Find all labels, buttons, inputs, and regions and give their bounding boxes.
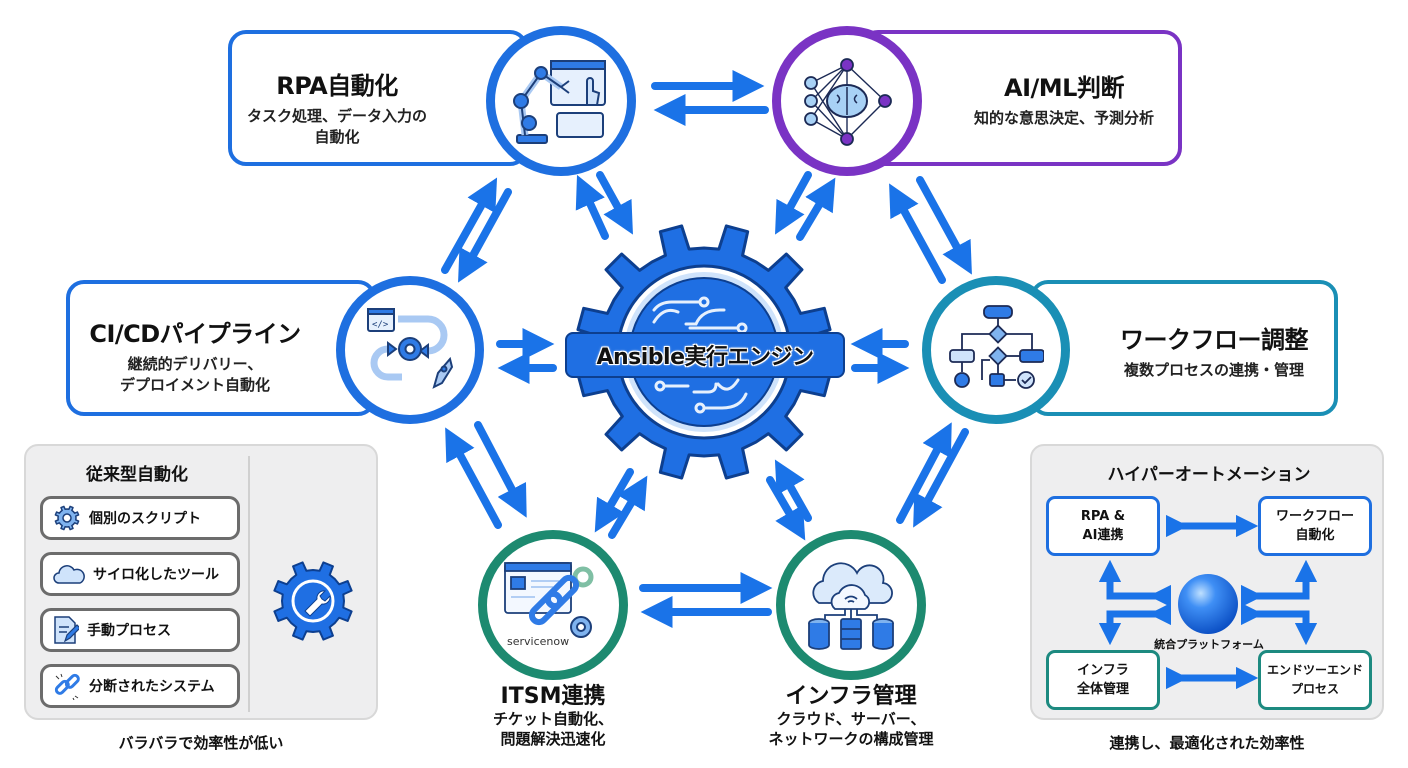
rpa-icon-ring bbox=[486, 26, 636, 176]
legacy-item-label: 分断されたシステム bbox=[89, 679, 215, 695]
cloud-server-icon bbox=[808, 562, 894, 650]
arrow-ai-to-workflow bbox=[916, 176, 972, 275]
servicenow-logo: servicenow bbox=[507, 635, 569, 648]
itsm-desc-1: チケット自動化、 bbox=[492, 710, 613, 728]
legacy-item-label: 手動プロセス bbox=[87, 623, 171, 639]
legacy-caption: バラバラで効率性が低い bbox=[118, 734, 284, 752]
legacy-item-silo-tools[interactable]: サイロ化したツール bbox=[40, 552, 240, 596]
hyper-hub-label: 統合プラットフォーム bbox=[1154, 638, 1264, 651]
cicd-icon-ring: </> bbox=[336, 276, 484, 424]
legacy-item-manual[interactable]: 手動プロセス bbox=[40, 608, 240, 652]
arrow-cicd-to-rpa bbox=[441, 177, 498, 274]
cicd-desc-1: 継続的デリバリー、 bbox=[127, 355, 263, 373]
aiml-desc: 知的な意思決定、予測分析 bbox=[973, 109, 1154, 127]
cloud-icon bbox=[53, 565, 85, 584]
arrow-center-to-infra bbox=[766, 476, 806, 541]
legacy-item-scripts[interactable]: 個別のスクリプト bbox=[40, 496, 240, 540]
arrow-itsm-to-cicd bbox=[445, 427, 502, 529]
arrow-rpa-to-center bbox=[596, 171, 633, 235]
hyper-box-infra[interactable]: インフラ 全体管理 bbox=[1046, 650, 1160, 710]
rpa-card[interactable]: RPA自動化 タスク処理、データ入力の 自動化 bbox=[228, 30, 528, 166]
wrench-gear-icon bbox=[273, 561, 353, 641]
hyper-arrow-tr bbox=[1240, 559, 1318, 608]
infra-desc-1: クラウド、サーバー、 bbox=[776, 710, 926, 728]
flowchart-icon bbox=[949, 305, 1044, 389]
arrow-center-to-ai bbox=[796, 177, 836, 241]
legacy-title: 従来型自動化 bbox=[86, 465, 188, 485]
arrow-ai-to-center bbox=[775, 171, 812, 235]
itsm-desc-2: 問題解決迅速化 bbox=[500, 730, 606, 748]
aiml-icon-ring bbox=[772, 26, 922, 176]
legacy-panel: 従来型自動化 個別のスクリプト サイロ化したツール 手動プロセス 分断されたシス… bbox=[24, 444, 378, 720]
broken-link-icon bbox=[54, 673, 80, 700]
itsm-title: ITSM連携 bbox=[500, 684, 606, 709]
hyper-title: ハイパーオートメーション bbox=[1107, 465, 1311, 485]
aiml-title: AI/ML判断 bbox=[1004, 74, 1124, 102]
robot-arm-icon bbox=[513, 60, 606, 144]
hyper-arrow-bl bbox=[1098, 602, 1172, 646]
svg-text:</>: </> bbox=[372, 320, 389, 330]
legacy-item-label: サイロ化したツール bbox=[93, 567, 219, 583]
engine-label[interactable]: Ansible実行エンジン bbox=[565, 332, 845, 378]
legacy-divider bbox=[248, 456, 250, 712]
workflow-desc: 複数プロセスの連携・管理 bbox=[1123, 361, 1304, 379]
legacy-item-disconnected[interactable]: 分断されたシステム bbox=[40, 664, 240, 708]
infra-desc-2: ネットワークの構成管理 bbox=[768, 730, 934, 748]
hyper-connectors bbox=[1098, 514, 1318, 690]
hyper-box-rpa-ai[interactable]: RPA & AI連携 bbox=[1046, 496, 1160, 556]
arrow-workflow-to-infra bbox=[913, 428, 969, 528]
arrow-rpa-to-cicd bbox=[458, 188, 512, 283]
hyper-box-workflow[interactable]: ワークフロー 自動化 bbox=[1258, 496, 1372, 556]
arrow-infra-to-center bbox=[774, 459, 812, 522]
ticket-link-icon: servicenow bbox=[504, 562, 594, 648]
hyper-panel: ハイパーオートメーション RPA & AI連携 ワークフロー 自動化 インフラ … bbox=[1030, 444, 1384, 720]
infra-title: インフラ管理 bbox=[785, 684, 917, 709]
gear-icon bbox=[54, 505, 80, 531]
infra-icon-ring[interactable] bbox=[776, 530, 926, 680]
hyper-arrow-tl bbox=[1098, 559, 1172, 608]
document-edit-icon bbox=[54, 616, 79, 644]
cicd-card[interactable]: CI/CDパイプライン 継続的デリバリー、 デプロイメント自動化 bbox=[66, 280, 376, 416]
hyper-arrow-br bbox=[1240, 602, 1318, 646]
platform-hub-sphere bbox=[1178, 574, 1238, 634]
legacy-item-label: 個別のスクリプト bbox=[89, 511, 201, 527]
hyper-box-e2e[interactable]: エンドツーエンド プロセス bbox=[1258, 650, 1372, 710]
cicd-desc-2: デプロイメント自動化 bbox=[119, 376, 270, 394]
arrow-workflow-to-ai bbox=[889, 183, 946, 284]
pipeline-icon: </> bbox=[367, 308, 454, 389]
arrow-itsm-to-center bbox=[608, 475, 648, 539]
arrow-center-to-rpa bbox=[575, 174, 609, 240]
workflow-title: ワークフロー調整 bbox=[1120, 326, 1309, 354]
gear-hole bbox=[62, 513, 72, 523]
arrow-infra-to-workflow bbox=[896, 422, 952, 524]
rpa-desc-2: 自動化 bbox=[314, 128, 360, 146]
neural-brain-icon bbox=[804, 58, 892, 146]
hyper-caption: 連携し、最適化された効率性 bbox=[1109, 734, 1305, 752]
rpa-desc-1: タスク処理、データ入力の bbox=[246, 107, 427, 125]
arrow-cicd-to-itsm bbox=[474, 421, 527, 518]
workflow-icon-ring bbox=[922, 276, 1070, 424]
itsm-icon-ring[interactable]: servicenow bbox=[478, 530, 628, 680]
circuit-lines-icon bbox=[652, 296, 748, 414]
rpa-title: RPA自動化 bbox=[276, 72, 398, 100]
cicd-title: CI/CDパイプライン bbox=[89, 320, 301, 348]
workflow-card[interactable]: ワークフロー調整 複数プロセスの連携・管理 bbox=[1030, 280, 1338, 416]
